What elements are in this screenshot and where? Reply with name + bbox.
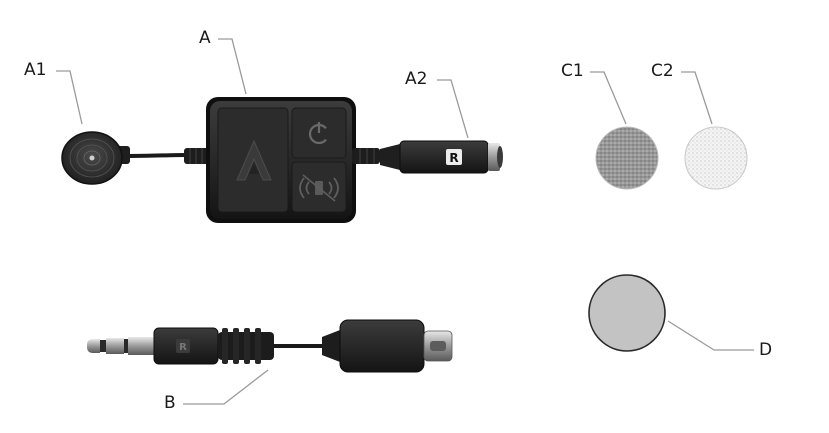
audio-jack-socket: R <box>380 140 503 174</box>
label-c2: C2 <box>651 61 674 81</box>
aux-to-usb-c-cable: R <box>87 319 453 373</box>
leader-a2 <box>437 79 469 139</box>
foam-windscreen-light <box>684 126 748 190</box>
label-a: A <box>199 28 211 48</box>
leader-a <box>218 38 247 95</box>
leader-d <box>667 320 754 351</box>
brand-logo-icon <box>236 139 272 181</box>
adhesive-disc <box>588 274 666 352</box>
jack-badge <box>446 149 462 165</box>
label-c1: C1 <box>561 61 584 81</box>
cable-strain-relief-left <box>184 148 210 164</box>
cable-strain-relief-right <box>352 148 380 164</box>
leader-c2 <box>681 71 713 125</box>
label-a1: A1 <box>24 60 47 80</box>
leader-b <box>183 369 269 405</box>
leader-a1 <box>56 70 83 125</box>
clip-microphone <box>61 131 187 185</box>
leader-c1 <box>590 71 627 125</box>
label-a2: A2 <box>405 69 428 89</box>
label-b: B <box>164 393 176 413</box>
cable-badge <box>176 339 190 353</box>
wireless-signal-icon <box>299 174 339 202</box>
label-d: D <box>759 340 773 360</box>
cable-badge-text: R <box>179 342 187 353</box>
power-icon <box>308 122 330 145</box>
receiver-unit <box>206 97 356 223</box>
jack-badge-text: R <box>449 151 458 165</box>
foam-windscreen-dark <box>595 126 659 190</box>
